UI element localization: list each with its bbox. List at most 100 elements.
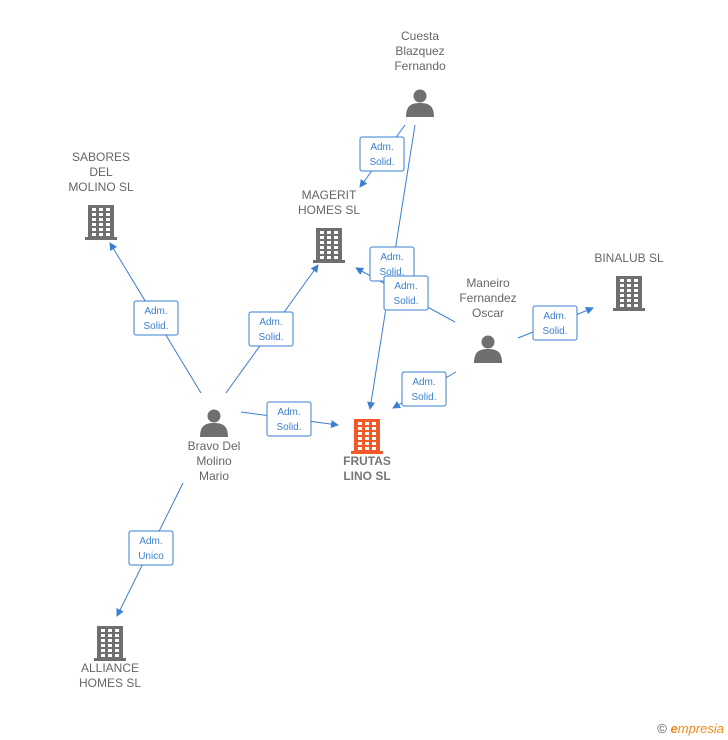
person-icon-head	[207, 409, 221, 423]
edge-tag-box[interactable]	[266, 401, 312, 437]
building-window	[372, 447, 376, 450]
building-window	[627, 279, 631, 282]
building-window	[358, 447, 362, 450]
building-window	[115, 639, 119, 642]
building-window	[620, 279, 624, 282]
building-window	[320, 241, 324, 244]
brand-initial[interactable]: e	[670, 721, 678, 736]
building-window	[372, 432, 376, 435]
building-window	[634, 304, 638, 307]
edge-tag-text: Solid.	[258, 332, 283, 343]
edge-tag-maneiro-frutas[interactable]: Adm.Solid.	[401, 371, 447, 407]
building-window	[634, 299, 638, 302]
person-icon-head	[481, 335, 495, 349]
building-window	[334, 256, 338, 259]
edge-tag-text: Adm.	[139, 536, 162, 547]
building-window	[358, 432, 362, 435]
building-window	[334, 246, 338, 249]
edge-tag-text: Adm.	[277, 407, 300, 418]
building-window	[115, 649, 119, 652]
node-label: SABORES	[72, 150, 130, 164]
edge-tag-cuesta-frutas[interactable]: Adm. Solid.	[369, 246, 415, 282]
edge-tag-box[interactable]	[133, 300, 179, 336]
building-window	[327, 246, 331, 249]
building-window	[106, 208, 110, 211]
node-label: BINALUB SL	[594, 251, 664, 265]
edge-tag-text: Solid.	[143, 321, 168, 332]
building-window	[101, 629, 105, 632]
building-window	[320, 236, 324, 239]
building-window	[320, 256, 324, 259]
edge-tag-box[interactable]	[359, 136, 405, 172]
edge-tag-text: Solid.	[393, 296, 418, 307]
building-window	[334, 251, 338, 254]
edge-tag-text: Solid.	[379, 267, 404, 278]
building-window	[634, 284, 638, 287]
building-window	[108, 634, 112, 637]
building-window	[634, 279, 638, 282]
brand-name[interactable]: mpresia	[677, 721, 724, 736]
edge-tag-box[interactable]	[401, 371, 447, 407]
building-window	[108, 649, 112, 652]
node-binalub[interactable]: BINALUB SL	[594, 251, 664, 311]
node-label: FRUTAS	[343, 454, 391, 468]
edge-tag-text: Adm.	[380, 252, 403, 263]
building-window	[106, 213, 110, 216]
person-icon-body	[474, 349, 502, 363]
edge-tag-text: Unico	[138, 551, 164, 562]
building-window	[634, 289, 638, 292]
building-icon-base	[351, 451, 383, 454]
edge-tag-text: Adm.	[370, 142, 393, 153]
edge-tag-box[interactable]	[532, 305, 578, 341]
edge-tag-text: Adm.	[394, 281, 417, 292]
building-window	[372, 427, 376, 430]
building-window	[620, 284, 624, 287]
edge-tag-bravo-alliance[interactable]: Adm. Unico	[128, 530, 174, 566]
edge-tag-bravo-sabores[interactable]: Adm.Solid.	[133, 300, 179, 336]
edge-tag-maneiro-binalub[interactable]: Adm.Solid.	[532, 305, 578, 341]
edge-tag-text: Adm.	[259, 317, 282, 328]
footer-credit: © empresia	[657, 721, 724, 736]
edge-tag-box[interactable]	[128, 530, 174, 566]
building-window	[115, 634, 119, 637]
building-window	[327, 251, 331, 254]
node-label: HOMES SL	[298, 203, 360, 217]
person-icon-body	[200, 423, 228, 437]
building-window	[620, 289, 624, 292]
building-window	[92, 223, 96, 226]
building-window	[92, 233, 96, 236]
node-label: Maneiro	[466, 276, 510, 290]
building-window	[327, 231, 331, 234]
building-window	[372, 442, 376, 445]
building-icon-base	[94, 658, 126, 661]
building-window	[634, 294, 638, 297]
building-window	[108, 654, 112, 657]
person-icon-body	[406, 103, 434, 117]
building-window	[620, 294, 624, 297]
building-window	[372, 422, 376, 425]
building-window	[99, 218, 103, 221]
building-window	[365, 422, 369, 425]
building-window	[320, 246, 324, 249]
edge-tag-bravo-frutas[interactable]: Adm. Solid.	[266, 401, 312, 437]
edge-tag-text: Solid.	[411, 392, 436, 403]
building-window	[101, 649, 105, 652]
building-icon-base	[313, 260, 345, 263]
building-window	[106, 218, 110, 221]
edge-tag-cuesta-magerit[interactable]: Adm.Solid.	[359, 136, 405, 172]
edge-tag-bravo-magerit[interactable]: Adm. Solid.	[248, 311, 294, 347]
edge-tag-maneiro-magerit[interactable]: Adm. Solid.	[383, 275, 429, 311]
building-window	[320, 231, 324, 234]
edge-tag-box[interactable]	[383, 275, 429, 311]
edge-tag-text: Solid.	[276, 422, 301, 433]
edge-tag-box[interactable]	[248, 311, 294, 347]
building-window	[115, 629, 119, 632]
